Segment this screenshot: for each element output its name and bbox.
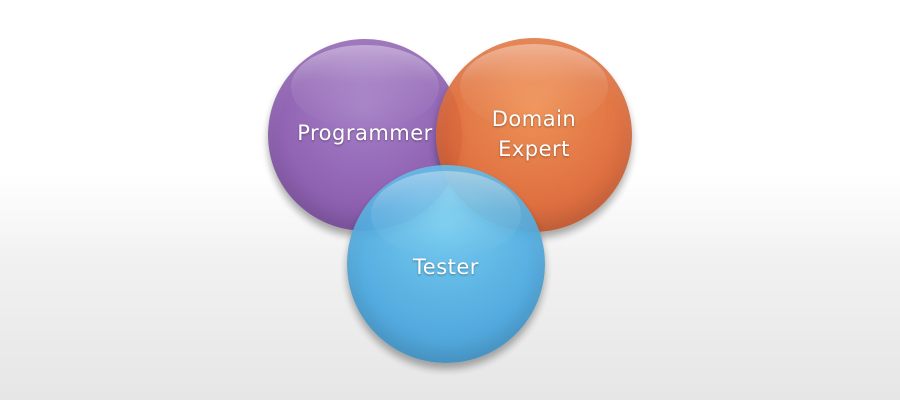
tester-label: Tester [347, 252, 545, 282]
domain-expert-label-line-1: Domain [491, 107, 577, 131]
domain-expert-label-line-2: Expert [498, 137, 570, 161]
programmer-label: Programmer [268, 118, 462, 148]
tester-circle [347, 165, 545, 363]
programmer-circle [268, 39, 462, 231]
domain-expert-label: Domain Expert [436, 104, 632, 164]
tester-label-line-1: Tester [413, 255, 479, 279]
programmer-label-line-1: Programmer [297, 121, 433, 145]
